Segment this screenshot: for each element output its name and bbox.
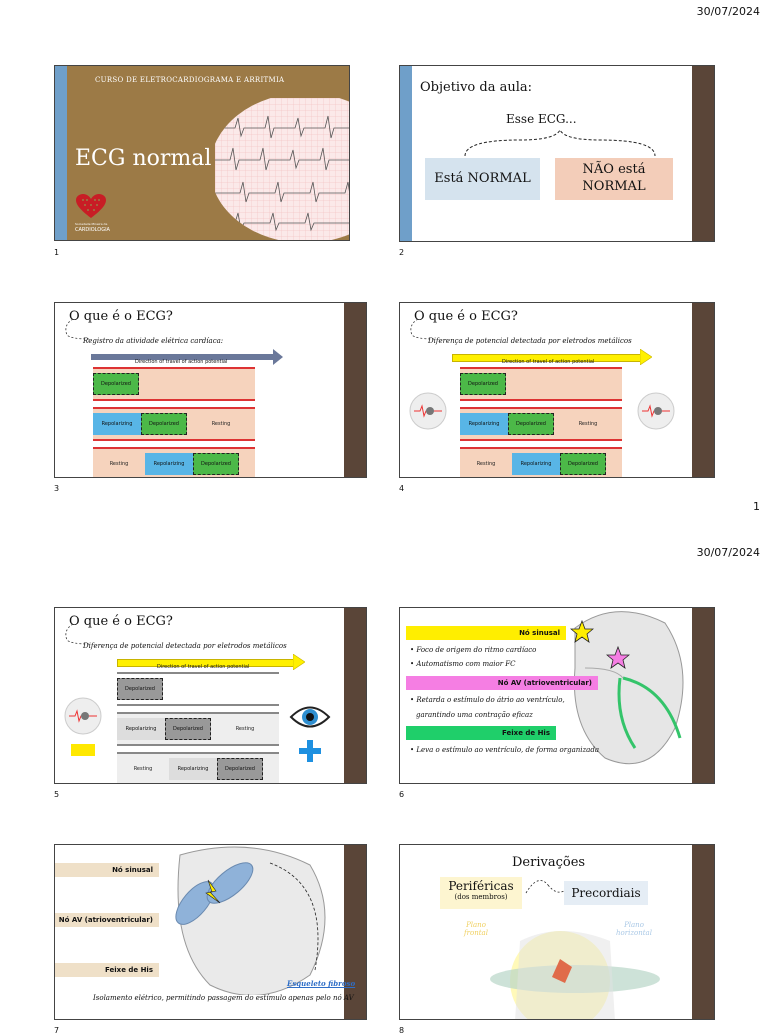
his-bundle-label: Feixe de His bbox=[406, 726, 556, 740]
resting-cell: Resting bbox=[117, 758, 169, 780]
slide-number: 7 bbox=[54, 1026, 59, 1035]
resting-cell: Resting bbox=[554, 413, 622, 435]
slide-number: 1 bbox=[54, 248, 59, 257]
bullet-text: • Automatismo com maior FC bbox=[410, 660, 516, 668]
slide-title: Objetivo da aula: bbox=[420, 80, 532, 95]
strip-1: Depolarized bbox=[117, 672, 279, 706]
frontal-plane-label: Plano frontal bbox=[456, 921, 496, 937]
horizontal-plane-label: Plano horizontal bbox=[608, 921, 660, 937]
depolarized-cell: Depolarized bbox=[193, 453, 239, 475]
page-date: 30/07/2024 bbox=[697, 5, 760, 18]
ecg-paper-image bbox=[215, 98, 350, 241]
skeleton-link[interactable]: Esqueleto fibroso bbox=[287, 979, 355, 988]
slide-7[interactable]: Nó sinusal Nó AV (atrioventricular) Feix… bbox=[54, 844, 367, 1020]
strip-2: Repolarizing Depolarized Resting bbox=[460, 407, 622, 441]
arrow-label: Direction of travel of action potential bbox=[135, 359, 227, 365]
course-title: CURSO DE ELETROCARDIOGRAMA E ARRITMIA bbox=[95, 76, 284, 84]
peripheral-sub: (dos membros) bbox=[440, 893, 522, 901]
dashed-arrows-icon bbox=[518, 867, 568, 897]
strip-3: Resting Repolarizing Depolarized bbox=[460, 447, 622, 478]
star-av-node-icon bbox=[606, 646, 630, 670]
repolarizing-cell: Repolarizing bbox=[512, 453, 560, 475]
slide-1[interactable]: CURSO DE ELETROCARDIOGRAMA E ARRITMIA EC… bbox=[54, 65, 350, 241]
electrode-icon bbox=[63, 696, 103, 736]
heart-logo-icon bbox=[75, 194, 107, 220]
logo-text: Sociedade Mineira de bbox=[75, 222, 107, 226]
logo-brand: CARDIOLOGIA bbox=[75, 227, 110, 233]
option-not-normal: NÃO está NORMAL bbox=[555, 158, 673, 200]
slide-4[interactable]: O que é o ECG? Diferença de potencial de… bbox=[399, 302, 715, 478]
slide-6[interactable]: Nó sinusal • Foco de origem do ritmo car… bbox=[399, 607, 715, 784]
depolarized-cell: Depolarized bbox=[141, 413, 187, 435]
slide-number: 8 bbox=[399, 1026, 404, 1035]
peripheral-box: Periféricas (dos membros) bbox=[440, 877, 522, 909]
option-normal: Está NORMAL bbox=[425, 158, 540, 200]
slide-subtitle: Registro da atividade elétrica cardíaca: bbox=[83, 337, 223, 345]
page-date: 30/07/2024 bbox=[697, 546, 760, 559]
slide-title: ECG normal bbox=[75, 146, 211, 171]
slide-number: 3 bbox=[54, 484, 59, 493]
slide-number: 5 bbox=[54, 790, 59, 799]
repolarizing-cell: Repolarizing bbox=[145, 453, 193, 475]
arrow-label: Direction of travel of action potential bbox=[157, 664, 249, 670]
depolarized-cell: Depolarized bbox=[217, 758, 263, 780]
arrow-label: Direction of travel of action potential bbox=[502, 359, 594, 365]
star-sa-node-icon bbox=[570, 620, 594, 644]
depolarized-cell: Depolarized bbox=[508, 413, 554, 435]
minus-sign-icon bbox=[71, 744, 95, 756]
resting-cell: Resting bbox=[460, 453, 512, 475]
av-node-label: Nó AV (atrioventricular) bbox=[55, 913, 159, 927]
bullet-text: • Leva o estímulo ao ventrículo, de form… bbox=[410, 746, 599, 754]
depolarized-cell: Depolarized bbox=[460, 373, 506, 395]
slide-number: 2 bbox=[399, 248, 404, 257]
repolarizing-cell: Repolarizing bbox=[93, 413, 141, 435]
slide-8[interactable]: Derivações Periféricas (dos membros) Pre… bbox=[399, 844, 715, 1020]
bullet-text: • Retarda o estímulo do átrio ao ventríc… bbox=[410, 696, 565, 704]
peripheral-label: Periféricas bbox=[440, 879, 522, 893]
slide-2[interactable]: Objetivo da aula: Esse ECG... Está NORMA… bbox=[399, 65, 715, 242]
slide-3[interactable]: O que é o ECG? Registro da atividade elé… bbox=[54, 302, 367, 478]
resting-cell: Resting bbox=[93, 453, 145, 475]
bullet-text: garantindo uma contração eficaz bbox=[416, 711, 533, 719]
depolarized-cell: Depolarized bbox=[117, 678, 163, 700]
depolarized-cell: Depolarized bbox=[560, 453, 606, 475]
repolarizing-cell: Repolarizing bbox=[117, 718, 165, 740]
depolarized-cell: Depolarized bbox=[93, 373, 139, 395]
bullet-text: • Foco de origem do ritmo cardíaco bbox=[410, 646, 536, 654]
slide-subtitle: Diferença de potencial detectada por ele… bbox=[83, 642, 287, 650]
strip-2: Repolarizing Depolarized Resting bbox=[93, 407, 255, 441]
electrode-icon bbox=[636, 391, 676, 431]
strip-1: Depolarized bbox=[93, 367, 255, 401]
his-bundle-label: Feixe de His bbox=[55, 963, 159, 977]
strip-1: Depolarized bbox=[460, 367, 622, 401]
sa-node-label: Nó sinusal bbox=[55, 863, 159, 877]
slide-number: 4 bbox=[399, 484, 404, 493]
strip-3: Resting Repolarizing Depolarized bbox=[93, 447, 255, 478]
eye-icon bbox=[289, 702, 331, 732]
slide-subtitle: Diferença de potencial detectada por ele… bbox=[428, 337, 632, 345]
av-node-label: Nó AV (atrioventricular) bbox=[406, 676, 598, 690]
resting-cell: Resting bbox=[187, 413, 255, 435]
precordial-label: Precordiais bbox=[564, 881, 648, 905]
page-number: 1 bbox=[753, 500, 760, 513]
repolarizing-cell: Repolarizing bbox=[169, 758, 217, 780]
depolarized-cell: Depolarized bbox=[165, 718, 211, 740]
sa-node-label: Nó sinusal bbox=[406, 626, 566, 640]
slide-5[interactable]: O que é o ECG? Diferença de potencial de… bbox=[54, 607, 367, 784]
brace-arrow-icon bbox=[460, 128, 660, 158]
electrode-icon bbox=[408, 391, 448, 431]
question-text: Esse ECG... bbox=[506, 112, 577, 126]
heart-skeleton-image bbox=[150, 845, 350, 995]
strip-3: Resting Repolarizing Depolarized bbox=[117, 752, 279, 784]
resting-cell: Resting bbox=[211, 718, 279, 740]
strip-2: Repolarizing Depolarized Resting bbox=[117, 712, 279, 746]
caption-text: Isolamento elétrico, permitindo passagem… bbox=[93, 994, 354, 1002]
repolarizing-cell: Repolarizing bbox=[460, 413, 508, 435]
slide-number: 6 bbox=[399, 790, 404, 799]
plus-sign-icon bbox=[299, 740, 321, 762]
